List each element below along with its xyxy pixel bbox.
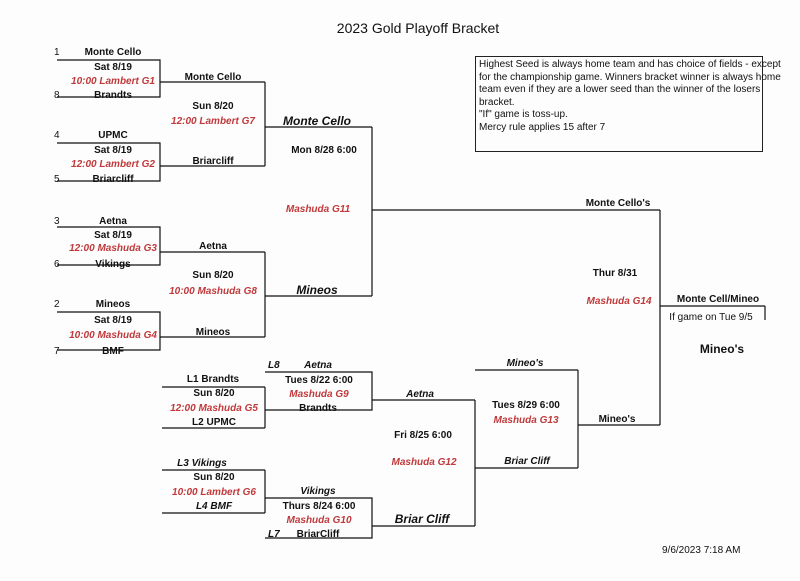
if-game-note: If game on Tue 9/5 [669,312,753,323]
game-date: Sun 8/20 [193,388,235,399]
game-label: Mashuda G14 [586,296,652,307]
game-label: Mashuda G10 [286,515,352,526]
seed-number: 8 [54,90,60,101]
team-name: L3 Vikings [177,458,227,469]
rules-note-line: "If" game is toss-up. [479,109,568,120]
seed-number: 2 [54,299,60,310]
team-name: Mineos [296,283,338,297]
game-label: Mashuda G9 [289,389,349,400]
game-date: Thur 8/31 [592,268,638,279]
game-date: Mon 8/28 6:00 [291,145,357,156]
team-name: Briar Cliff [504,456,550,467]
seed-number: 3 [54,216,60,227]
page-title: 2023 Gold Playoff Bracket [336,20,500,36]
team-name: Briarcliff [192,156,234,167]
rules-note-line: bracket. [479,96,515,108]
seed-number: 5 [54,174,60,185]
game-label: 10:00 Mashuda G4 [69,330,157,341]
team-name: Aetna [199,241,227,252]
seed-number: 6 [54,259,60,270]
box-g4 [57,311,161,351]
game-label: 12:00 Mashuda G3 [69,243,157,254]
box-g9 [265,371,373,411]
loser-tag: L8 [268,360,280,371]
team-name: L4 BMF [195,501,233,512]
game-label: 12:00 Lambert G2 [71,159,155,170]
seed-number: 1 [54,47,60,58]
team-name: Mineos [195,327,231,338]
team-name: BriarCliff [296,529,340,540]
team-name: Monte Cello [184,72,242,83]
team-name: Mineo's [598,414,636,425]
game-label: Mashuda G12 [391,457,457,468]
team-name: Brandts [94,90,132,101]
seed-number: 7 [54,346,60,357]
team-name: Mineo's [506,358,544,369]
game-date: Tues 8/29 6:00 [492,400,560,411]
box-g2 [57,142,161,182]
rules-note-line: team even if they are a lower seed than … [479,84,761,95]
team-name: Monte Cello's [585,198,651,209]
team-name: Vikings [300,486,336,497]
team-name: Briarcliff [92,174,134,185]
loser-tag: L7 [268,529,280,540]
game-date: Fri 8/25 6:00 [394,430,452,441]
box-g3 [57,226,161,266]
team-name: Briar Cliff [394,512,450,526]
game-date: Sun 8/20 [192,270,234,281]
team-name: Monte Cello [283,114,351,128]
team-name: Aetna [406,389,434,400]
game-date: Sun 8/20 [193,472,235,483]
box-g10 [265,497,373,539]
game-label: 10:00 Lambert G6 [172,487,256,498]
team-name: Mineos [95,299,131,310]
team-name: Aetna [304,360,332,371]
rules-note-line: Highest Seed is always home team and has… [479,59,781,70]
game-date: Sat 8/19 [94,315,132,326]
timestamp: 9/6/2023 7:18 AM [662,545,741,556]
team-name: Monte Cell/Mineo [676,294,760,305]
seed-number: 4 [54,130,60,141]
game-label: 10:00 Mashuda G8 [169,286,257,297]
game-date: Tues 8/22 6:00 [285,375,353,386]
box-g1 [57,59,161,98]
team-name: L1 Brandts [186,374,240,385]
game-label: 12:00 Mashuda G5 [170,403,258,414]
game-date: Thurs 8/24 6:00 [282,501,356,512]
rules-note-line: for the championship game. Winners brack… [479,71,781,83]
team-name: Monte Cello [84,47,142,58]
game-date: Sat 8/19 [94,145,132,156]
game-date: Sat 8/19 [94,230,132,241]
game-date: Sat 8/19 [94,62,132,73]
team-name: Brandts [299,403,337,414]
team-name: Aetna [99,216,127,227]
champion-name: Mineo's [699,342,745,356]
team-name: L2 UPMC [192,417,236,428]
game-label: Mashuda G13 [493,415,559,426]
rules-note-line: Mercy rule applies 15 after 7 [479,121,606,133]
game-label: 12:00 Lambert G7 [171,116,255,127]
game-label: Mashuda G11 [285,204,351,215]
rules-note-box: Highest Seed is always home team and has… [475,56,781,152]
team-name: BMF [102,346,124,357]
team-name: UPMC [98,130,128,141]
game-label: 10:00 Lambert G1 [71,76,155,87]
team-name: Vikings [95,259,131,270]
game-date: Sun 8/20 [192,101,234,112]
